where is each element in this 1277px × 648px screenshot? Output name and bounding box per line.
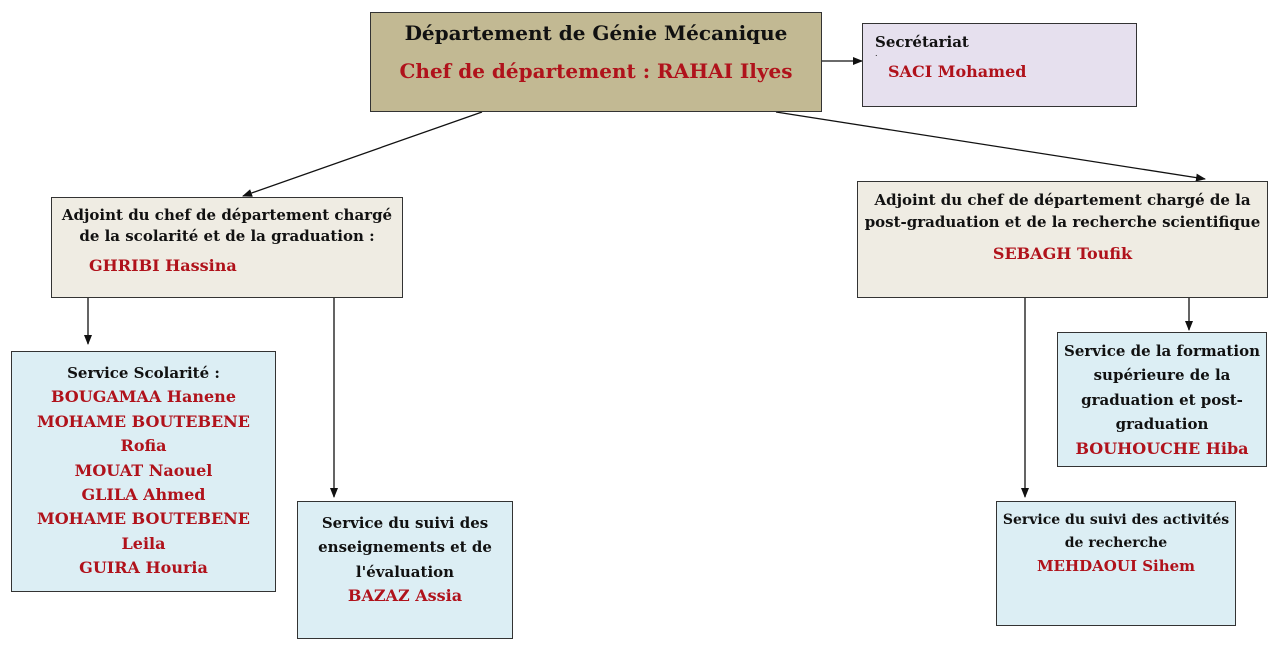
secretariat-title: Secrétariat	[875, 33, 969, 51]
head-title: Département de Génie Mécanique	[404, 21, 788, 45]
head-chief: Chef de département : RAHAI Ilyes	[399, 59, 793, 83]
scolarite-name: MOHAME BOUTEBENE	[36, 509, 250, 529]
secretariat-dot: .	[875, 49, 878, 58]
deputy-right-title-line2: post-graduation et de la recherche scien…	[864, 213, 1261, 231]
service-formation-box: Service de la formation supérieure de la…	[1057, 332, 1267, 467]
service-enseignements-title-line1: Service du suivi des	[321, 514, 489, 532]
scolarite-name: Rofia	[120, 436, 167, 456]
scolarite-name: MOHAME BOUTEBENE	[36, 411, 250, 431]
head-box: Département de Génie Mécanique Chef de d…	[370, 12, 822, 112]
service-scolarite-title: Service Scolarité :	[67, 364, 220, 382]
scolarite-name: GLILA Ahmed	[81, 485, 206, 505]
secretariat-box: Secrétariat . SACI Mohamed	[862, 23, 1137, 107]
arrow-head-to-deputy-left	[242, 111, 483, 197]
service-recherche-title-line1: Service du suivi des activités	[1002, 512, 1230, 528]
deputy-right-name: SEBAGH Toufik	[992, 244, 1133, 263]
service-enseignements-title-line3: l'évaluation	[355, 562, 455, 581]
deputy-right-title-line1: Adjoint du chef de département chargé de…	[874, 191, 1251, 209]
service-enseignements-title-line2: enseignements et de	[318, 538, 492, 557]
service-scolarite-box: Service Scolarité : BOUGAMAA Hanene MOHA…	[11, 351, 276, 592]
service-formation-title-line4: graduation	[1115, 415, 1209, 434]
scolarite-name: GUIRA Houria	[79, 558, 208, 578]
scolarite-name: Leila	[121, 533, 166, 553]
service-recherche-title-line2: de recherche	[1064, 535, 1168, 551]
service-recherche-name: MEHDAOUI Sihem	[1036, 557, 1196, 575]
service-enseignements-box: Service du suivi des enseignements et de…	[297, 501, 513, 639]
arrow-head-to-deputy-right	[775, 111, 1206, 182]
secretariat-name: SACI Mohamed	[888, 62, 1027, 81]
service-formation-title-line1: Service de la formation	[1064, 342, 1260, 360]
deputy-left-box: Adjoint du chef de département chargé de…	[51, 197, 403, 298]
deputy-left-name: GHRIBI Hassina	[89, 256, 237, 275]
deputy-left-title-line1: Adjoint du chef de département chargé	[61, 206, 393, 224]
service-enseignements-name: BAZAZ Assia	[347, 586, 463, 606]
service-formation-title-line3: graduation et post-	[1081, 390, 1243, 409]
service-formation-title-line2: supérieure de la	[1093, 366, 1231, 385]
scolarite-name: BOUGAMAA Hanene	[50, 387, 236, 407]
service-recherche-box: Service du suivi des activités de recher…	[996, 501, 1236, 626]
deputy-right-box: Adjoint du chef de département chargé de…	[857, 181, 1268, 298]
scolarite-name: MOUAT Naouel	[74, 460, 213, 480]
service-formation-name: BOUHOUCHE Hiba	[1075, 438, 1249, 458]
deputy-left-title-line2: de la scolarité et de la graduation :	[79, 227, 375, 245]
